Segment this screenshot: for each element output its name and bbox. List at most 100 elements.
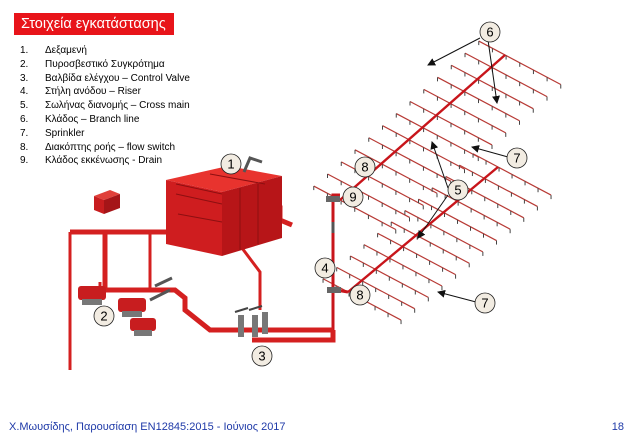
tank-seams <box>175 173 266 250</box>
branch-line <box>464 52 548 98</box>
legend-label: Πυροσβεστικό Συγκρότημα <box>45 58 165 70</box>
legend-item: 6. Κλάδος – Branch line <box>20 113 190 127</box>
control-valves <box>234 305 268 337</box>
branch-line <box>459 164 538 207</box>
pump-set <box>78 276 173 336</box>
legend-number: 3. <box>20 72 29 84</box>
legend-label: Κλάδος – Branch line <box>45 113 140 125</box>
legend-label: Sprinkler <box>45 127 85 139</box>
branch-line <box>423 88 507 134</box>
callout-8-top: 8 <box>354 156 376 178</box>
branch-line <box>368 137 452 182</box>
return-pipe <box>252 330 336 343</box>
arrow-sprinkler-bottom <box>437 289 477 303</box>
legend-label: Στήλη ανόδου – Riser <box>45 86 141 98</box>
arrow-branch-b <box>487 39 500 104</box>
leader-arrows <box>417 37 509 303</box>
pump-base <box>134 330 152 336</box>
control-cabinet <box>94 196 104 214</box>
legend-label: Βαλβίδα ελέγχου – Control Valve <box>45 72 190 84</box>
callout-7-top-label: 7 <box>513 151 520 166</box>
branch-line <box>313 185 397 231</box>
branch-line <box>363 244 443 287</box>
legend-number: 8. <box>20 141 29 153</box>
legend-number: 6. <box>20 113 29 125</box>
callout-7-bottom-label: 7 <box>481 296 488 311</box>
callout-8-bottom: 8 <box>349 284 371 306</box>
control-cabinet-side <box>104 194 120 214</box>
legend-number: 9. <box>20 155 29 167</box>
arrow-branch-a <box>427 37 481 66</box>
legend-list: 1.Δεξαμενή 2. Πυροσβεστικό Συγκρότημα 3. Β… <box>20 44 190 168</box>
control-cabinet-top <box>94 190 120 200</box>
callout-3-label: 3 <box>258 349 265 364</box>
legend-number: 2. <box>20 58 29 70</box>
legend-number: 5. <box>20 100 29 112</box>
callout-7-bottom: 7 <box>474 292 496 314</box>
tank-top <box>166 166 282 192</box>
callout-2-label: 2 <box>100 309 107 324</box>
valve-body <box>252 315 258 337</box>
legend-item: 3. Βαλβίδα ελέγχου – Control Valve <box>20 72 190 86</box>
branch-line <box>404 210 484 253</box>
legend-number: 4. <box>20 86 29 98</box>
valve-body <box>238 315 244 337</box>
legend-item: 5. Σωλήνας διανομής – Cross main <box>20 99 190 113</box>
tank-side <box>222 176 282 256</box>
branch-line <box>354 149 438 194</box>
callout-4: 4 <box>314 257 336 279</box>
branch-line <box>350 255 429 298</box>
branch-line <box>431 187 511 230</box>
arrow-sprinkler-top <box>471 145 509 158</box>
legend-number: 1. <box>20 45 29 56</box>
branch-line <box>437 76 520 122</box>
arrow-main-lower <box>417 194 449 239</box>
callout-6-label: 6 <box>486 25 493 40</box>
callout-4-label: 4 <box>321 261 328 276</box>
callout-1: 1 <box>220 153 242 175</box>
callout-9-label: 9 <box>349 190 356 205</box>
branch-line <box>472 153 552 196</box>
branch-line <box>418 198 497 242</box>
flow-switch-top <box>326 196 340 202</box>
branch-lines-upper <box>313 40 562 234</box>
tank-vent <box>242 156 263 173</box>
pump-base <box>82 299 102 305</box>
legend-item: 1.Δεξαμενή <box>20 44 190 58</box>
pump-unit <box>78 286 106 300</box>
callout-1-label: 1 <box>227 157 234 172</box>
riser-pipe <box>331 193 349 330</box>
branch-line <box>478 40 562 86</box>
pump-base <box>122 311 142 317</box>
slide-title: Στοιχεία εγκατάστασης <box>14 13 174 35</box>
callout-5: 5 <box>447 179 469 201</box>
callout-5-label: 5 <box>454 183 461 198</box>
branch-line <box>395 113 479 158</box>
legend-label: Διακόπτης ροής – flow switch <box>45 141 176 153</box>
branch-line <box>377 232 456 276</box>
callout-6: 6 <box>479 21 501 43</box>
branch-line <box>450 64 534 110</box>
callout-8-bottom-label: 8 <box>356 288 363 303</box>
callout-8-top-label: 8 <box>361 160 368 175</box>
branch-line <box>409 100 493 146</box>
legend-label: Σωλήνας διανομής – Cross main <box>45 100 190 112</box>
legend-item: 7. Sprinkler <box>20 127 190 141</box>
legend-item: 2. Πυροσβεστικό Συγκρότημα <box>20 58 190 72</box>
arrow-main-upper <box>430 141 449 189</box>
pump-pipework <box>149 276 173 302</box>
branch-line <box>327 173 410 218</box>
valve-handwheels <box>234 305 263 313</box>
footer-page-number: 18 <box>611 421 624 433</box>
pump-unit <box>130 318 156 331</box>
branch-line <box>336 266 415 310</box>
callout-9: 9 <box>342 186 364 208</box>
pump-unit <box>118 298 146 312</box>
legend-item: 9. Κλάδος εκκένωσης - Drain <box>20 154 190 168</box>
cross-main-lower <box>347 166 499 293</box>
branch-line <box>390 221 470 264</box>
legend-number: 7. <box>20 127 29 139</box>
branch-line <box>382 125 465 170</box>
legend-label: Κλάδος εκκένωσης - Drain <box>45 155 163 167</box>
